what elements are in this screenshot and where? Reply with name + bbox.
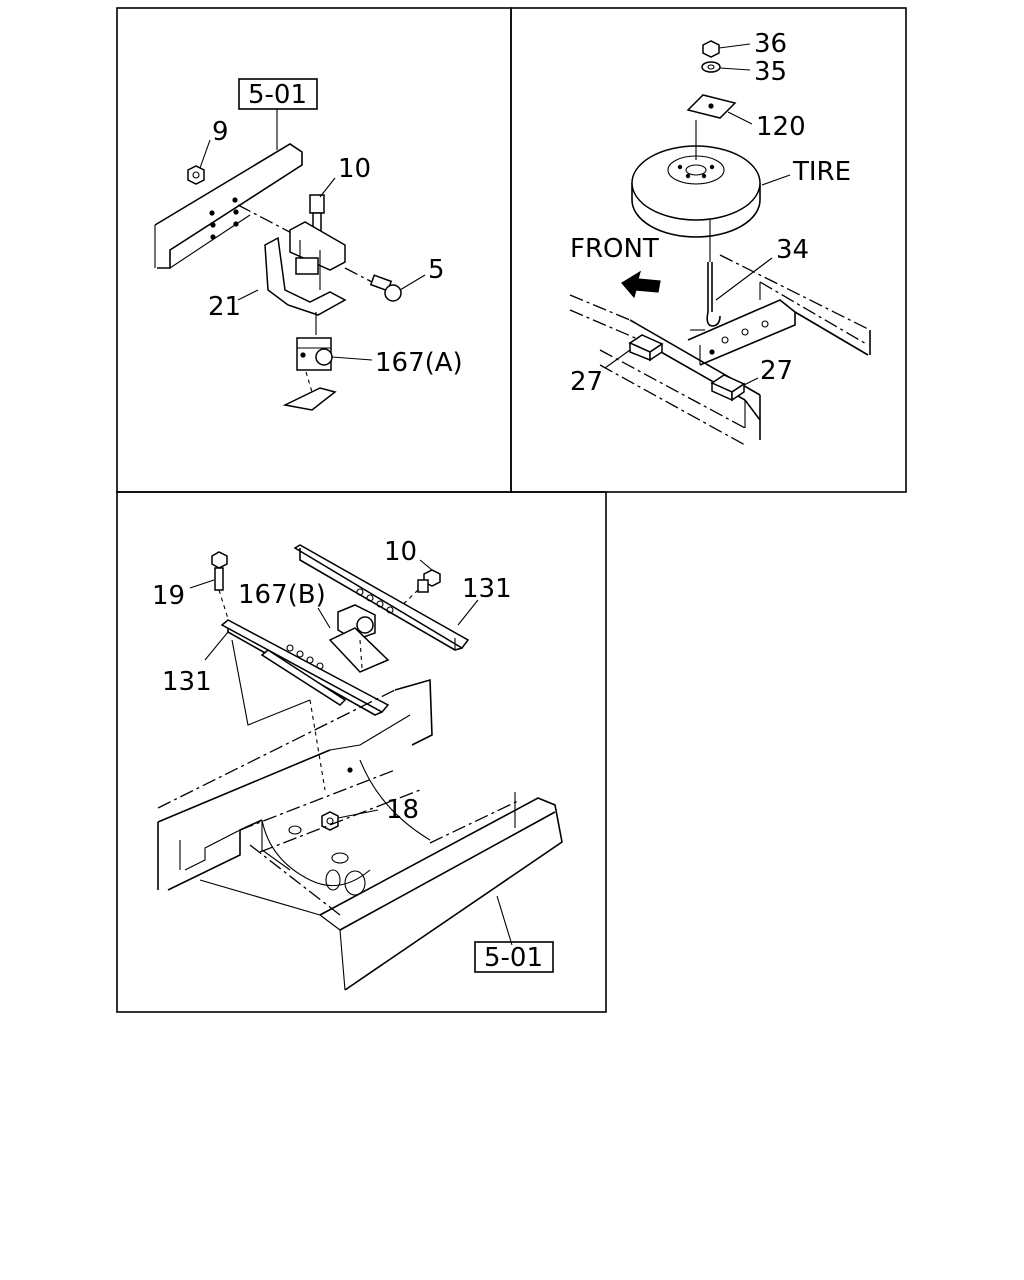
callout-19: 19 (152, 581, 185, 611)
callout-120: 120 (756, 112, 806, 142)
reference-label: 5-01 (248, 80, 307, 110)
panel-bottom: 19 10 131 167(B) (152, 537, 563, 991)
callout-tire: TIRE (792, 157, 851, 187)
callout-9: 9 (212, 117, 229, 147)
bracket-131-left (204, 619, 390, 716)
tire (631, 120, 791, 238)
nut-9 (187, 139, 211, 185)
bracket-21 (237, 221, 347, 316)
callout-36: 36 (754, 29, 787, 59)
block-27-left (604, 334, 664, 369)
callout-10: 10 (338, 154, 371, 184)
callout-35: 35 (754, 57, 787, 87)
nut-36 (702, 40, 751, 58)
plate-120 (686, 94, 753, 125)
callout-167b: 167(B) (238, 580, 326, 610)
callout-131-right: 131 (462, 574, 512, 604)
chassis-frame-bottom (157, 678, 563, 991)
callout-5: 5 (428, 255, 445, 285)
callout-34: 34 (776, 235, 809, 265)
front-arrow-icon (621, 270, 661, 299)
reference-label-bottom: 5-01 (484, 943, 543, 973)
panel-frames (116, 7, 907, 1013)
washer-35 (701, 61, 751, 73)
panel-top-left: 5-01 9 10 (154, 78, 463, 411)
reference-box-bottom (474, 941, 554, 973)
frame-rail (154, 143, 303, 269)
bolt-19 (189, 551, 231, 626)
mount-167b (317, 604, 390, 673)
chassis-frame (569, 254, 871, 446)
callout-27-right: 27 (760, 356, 793, 386)
reference-box (238, 78, 318, 110)
hook-34 (706, 220, 773, 327)
panel-top-right: 36 35 120 TIRE FRO (569, 29, 871, 446)
front-label: FRONT (570, 234, 659, 264)
bolt-10 (309, 177, 336, 242)
callout-21: 21 (208, 292, 241, 322)
callout-167a: 167(A) (375, 348, 463, 378)
nut-18 (321, 809, 379, 831)
callout-131-left: 131 (162, 667, 212, 697)
callout-27-left: 27 (570, 367, 603, 397)
bracket-131-right (293, 544, 479, 651)
block-27-right (710, 374, 759, 402)
mount-167a (282, 312, 373, 411)
bolt-5 (344, 267, 426, 302)
callout-10-bottom: 10 (384, 537, 417, 567)
